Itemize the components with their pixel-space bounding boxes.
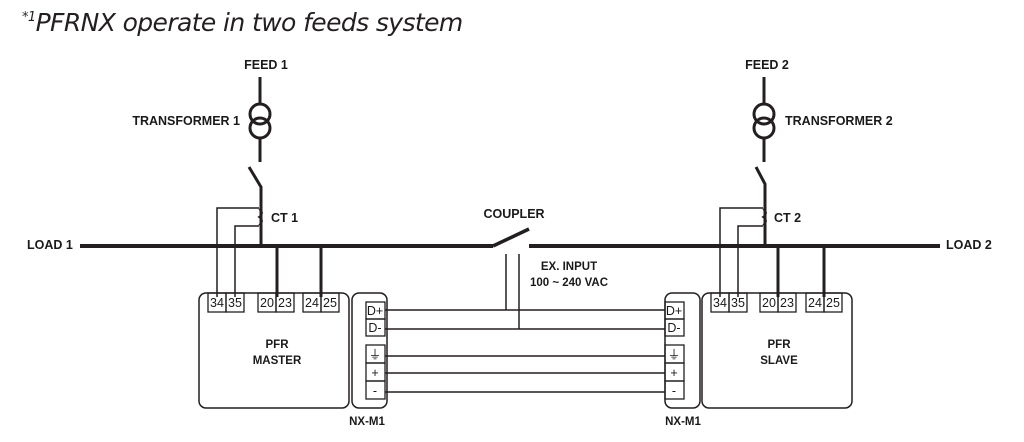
nx-m1-left-label: NX-M1 <box>349 416 385 428</box>
terminal-20-label: 20 <box>260 296 274 310</box>
ct-1-wire-35 <box>234 225 259 297</box>
terminal-34-label: 34 <box>210 296 224 310</box>
terminal-minus <box>365 380 386 400</box>
transformer-2-label: TRANSFORMER 2 <box>785 114 893 128</box>
ground-icon: ⏚ <box>668 348 681 362</box>
pfr-master-name-line2: MASTER <box>253 355 302 367</box>
terminal-24-label: 24 <box>808 296 822 310</box>
nx-m1-left-terminals <box>365 301 386 400</box>
terminal-23-label: 23 <box>278 296 292 310</box>
terminal-25 <box>823 292 843 313</box>
ct-1-wire-34 <box>216 207 259 297</box>
coupler-label: COUPLER <box>483 207 544 221</box>
module-interconnect-wires <box>385 309 665 393</box>
terminal-20-label: 20 <box>762 296 776 310</box>
terminal-minus <box>664 380 685 400</box>
nx-m1-left-module <box>351 292 388 409</box>
terminal-d-plus-label: D+ <box>666 304 682 318</box>
ct-1-icon <box>257 208 263 226</box>
terminal-d-minus-label: D- <box>667 321 680 335</box>
terminal-23-label: 23 <box>780 296 794 310</box>
terminal-25-label: 25 <box>323 296 337 310</box>
coupler-switch <box>492 227 530 248</box>
ground-icon: ⏚ <box>369 348 382 362</box>
terminal-35-label: 35 <box>228 296 242 310</box>
terminal-plus-label: + <box>670 366 677 380</box>
breaker-2-switch <box>754 166 767 248</box>
transformer-1-label: TRANSFORMER 1 <box>132 114 240 128</box>
terminal-24-label: 24 <box>305 296 319 310</box>
load-1-label: LOAD 1 <box>27 238 73 252</box>
terminal-minus-label: - <box>672 384 676 398</box>
terminal-35 <box>728 292 748 313</box>
terminal-d-plus-label: D+ <box>367 304 383 318</box>
pfr-slave-name-line2: SLAVE <box>760 355 798 367</box>
terminal-25 <box>320 292 340 313</box>
pfr-master-name-line1: PFR <box>266 339 290 351</box>
terminal-23 <box>275 292 295 313</box>
terminal-d-minus-label: D- <box>368 321 381 335</box>
terminal-35-label: 35 <box>731 296 745 310</box>
transformer-2-icon <box>752 102 776 140</box>
feed-1-label: FEED 1 <box>244 58 288 72</box>
title-text: PFRNX operate in two feeds system <box>35 8 464 37</box>
feed-2-label: FEED 2 <box>745 58 789 72</box>
terminal-minus-label: - <box>373 384 377 398</box>
terminal-d-minus <box>664 318 685 337</box>
terminal-23 <box>777 292 797 313</box>
pfr-slave-name-line1: PFR <box>768 339 792 351</box>
breaker-1-switch <box>247 166 263 248</box>
ct-1-label: CT 1 <box>271 211 298 225</box>
ct-2-icon <box>761 208 767 226</box>
nx-m1-right-terminals <box>664 301 685 400</box>
ct-2-wire-35 <box>737 225 763 297</box>
load-2-label: LOAD 2 <box>946 238 992 252</box>
diagram-title: *1PFRNX operate in two feeds system <box>22 8 463 37</box>
footnote-marker: *1 <box>22 10 36 25</box>
terminal-25-label: 25 <box>826 296 840 310</box>
ct-2-label: CT 2 <box>774 211 801 225</box>
transformer-1-icon <box>248 102 272 140</box>
ex-input-label: EX. INPUT <box>541 261 597 273</box>
terminal-34-label: 34 <box>713 296 727 310</box>
terminal-35 <box>225 292 245 313</box>
nx-m1-right-label: NX-M1 <box>665 416 701 428</box>
ex-input-voltage: 100 ~ 240 VAC <box>530 277 608 289</box>
terminal-d-minus <box>365 318 386 337</box>
ct-2-wire-34 <box>719 207 763 297</box>
terminal-plus-label: + <box>371 366 378 380</box>
pfr-master-terminal-block <box>207 292 340 313</box>
pfr-slave-terminal-block <box>710 292 843 313</box>
